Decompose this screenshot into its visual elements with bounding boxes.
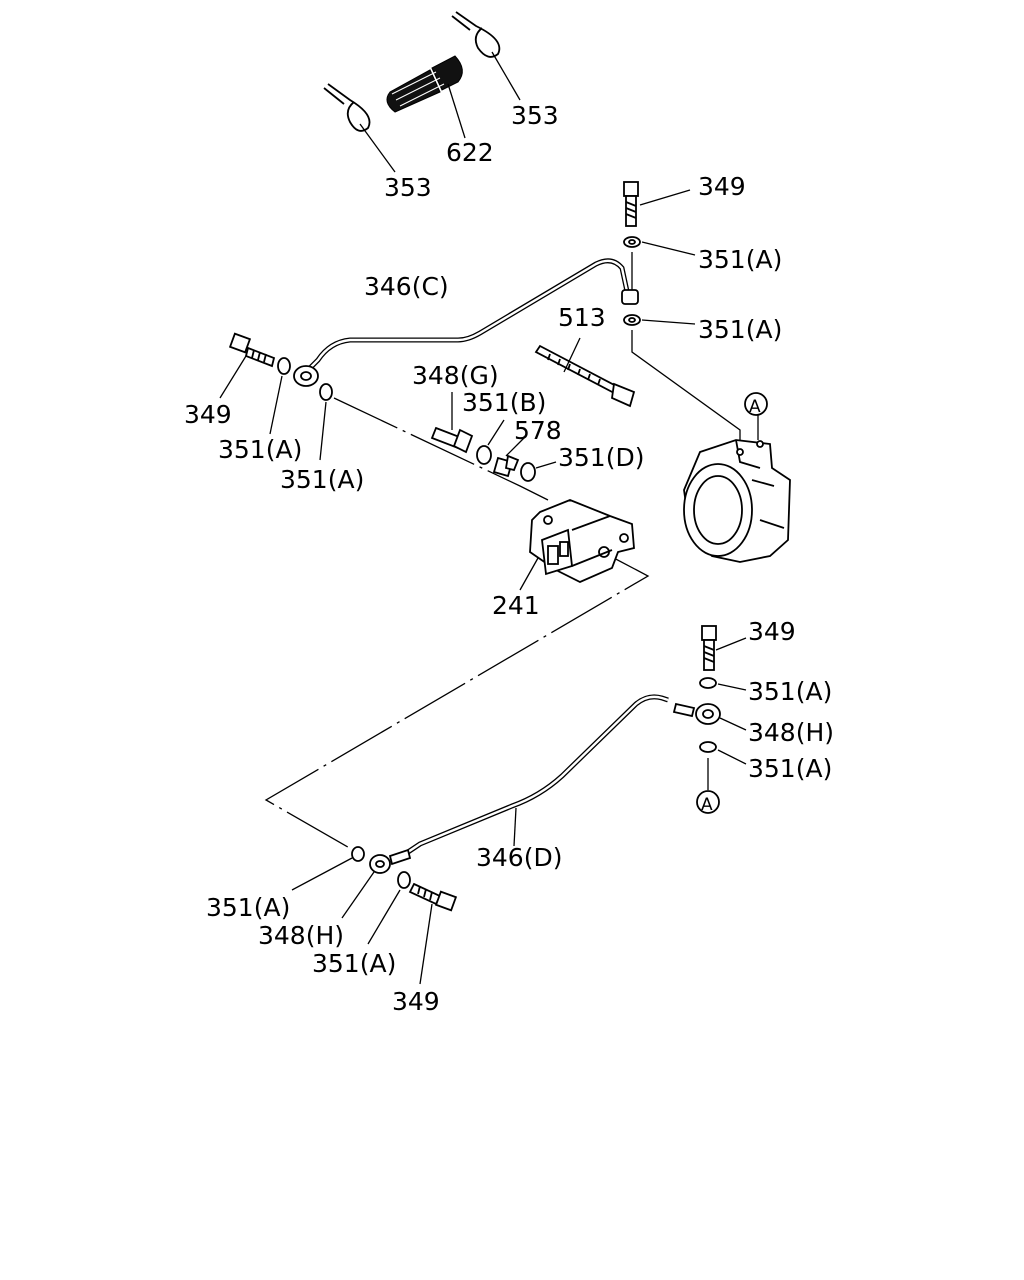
label-351a-left2: 351(A) xyxy=(280,465,364,494)
bolt-349-bottom xyxy=(408,882,458,912)
strap-513 xyxy=(534,344,636,408)
svg-text:A: A xyxy=(701,795,713,815)
label-578: 578 xyxy=(514,416,562,445)
washer-351b xyxy=(476,445,492,465)
reference-marker-a-top: A xyxy=(744,392,768,417)
label-346d: 346(D) xyxy=(476,843,562,872)
washer-351a-right1 xyxy=(699,677,717,689)
washer-351d xyxy=(520,462,536,482)
bolt-349-right xyxy=(701,625,717,671)
label-351b: 351(B) xyxy=(462,388,546,417)
cable-tie-353-left xyxy=(323,83,371,132)
label-348h-right: 348(H) xyxy=(748,718,834,747)
label-353-top: 353 xyxy=(511,101,559,130)
pipe-346c xyxy=(293,258,639,387)
label-348g: 348(G) xyxy=(412,361,499,390)
label-349-right: 349 xyxy=(748,617,796,646)
pipe-346d xyxy=(406,694,669,855)
label-351a-bottom2: 351(A) xyxy=(312,949,396,978)
label-351a-top1: 351(A) xyxy=(698,245,782,274)
banjo-348h-bottom xyxy=(369,848,412,874)
bolt-349-left xyxy=(228,332,276,368)
bolt-349-top xyxy=(623,181,639,227)
label-346c: 346(C) xyxy=(364,272,449,301)
cable-tie-353-top xyxy=(451,11,501,58)
nut-578 xyxy=(492,454,520,478)
washer-351a-left2 xyxy=(319,383,333,401)
washer-351a-left1 xyxy=(277,357,291,375)
reference-marker-a-bottom: A xyxy=(696,790,720,815)
washer-351a-bottom1 xyxy=(351,846,365,862)
label-513: 513 xyxy=(558,303,606,332)
label-349-bottom: 349 xyxy=(392,987,440,1016)
label-351d: 351(D) xyxy=(558,443,644,472)
label-349-left: 349 xyxy=(184,400,232,429)
compressor-assembly xyxy=(683,439,791,563)
label-351a-right1: 351(A) xyxy=(748,677,832,706)
svg-text:A: A xyxy=(749,397,761,417)
housing-241 xyxy=(529,499,635,583)
label-351a-top2: 351(A) xyxy=(698,315,782,344)
union-348g xyxy=(430,426,474,454)
label-241: 241 xyxy=(492,591,540,620)
label-622: 622 xyxy=(446,138,494,167)
banjo-348h-right xyxy=(672,702,721,725)
label-351a-bottom1: 351(A) xyxy=(206,893,290,922)
label-351a-left1: 351(A) xyxy=(218,435,302,464)
washer-351a-right2 xyxy=(699,741,717,753)
label-353-left: 353 xyxy=(384,173,432,202)
spring-sleeve-622 xyxy=(386,55,463,113)
label-351a-right2: 351(A) xyxy=(748,754,832,783)
label-348h-bottom: 348(H) xyxy=(258,921,344,950)
washer-351a-bottom2 xyxy=(397,871,411,889)
label-349-top: 349 xyxy=(698,172,746,201)
